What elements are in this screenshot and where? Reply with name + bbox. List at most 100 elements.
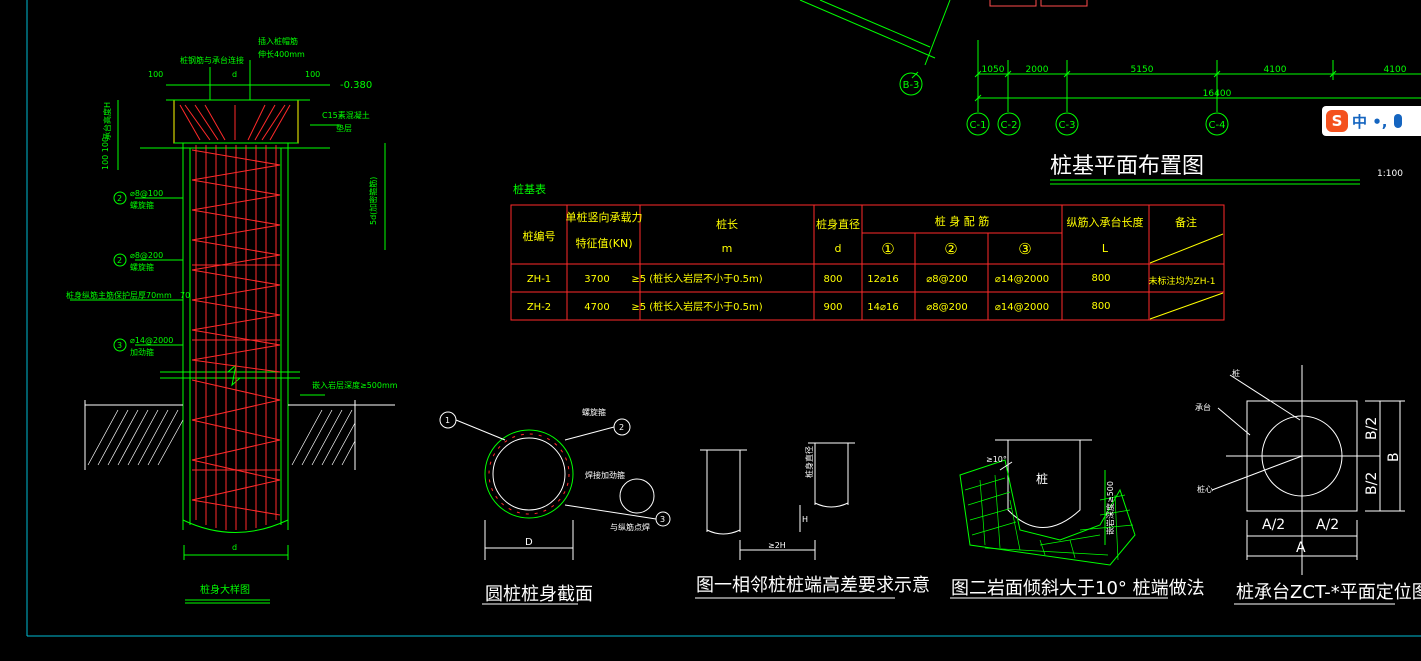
plan-title: 桩基平面布置图 (1050, 154, 1204, 179)
row2-length: ≥5 (桩长入岩层不小于0.5m) (631, 300, 762, 313)
pile-table-grid (510, 204, 1225, 321)
row2-r2: ⌀8@200 (926, 302, 967, 313)
pile-bottom-d: d (232, 543, 237, 552)
plan-axis-c4: C-4 (1209, 120, 1226, 131)
row2-diameter: 900 (823, 302, 842, 313)
pile-dim-right: 100 (305, 70, 320, 79)
plan-dim-3: 5150 (1131, 65, 1154, 75)
plan-dim-total: 16400 (1203, 89, 1232, 99)
th-r3: ③ (1018, 240, 1031, 258)
microphone-icon[interactable] (1393, 114, 1402, 128)
pile-top-label-1: 插入桩帽筋 (258, 36, 298, 46)
section-spiral-label: 螺旋箍 (582, 407, 606, 417)
circular-section-drawing (439, 411, 671, 605)
pile-cover-label: 桩身纵筋主筋保护层厚70mm (66, 290, 172, 300)
row2-id: ZH-2 (527, 302, 551, 313)
fig1-dim: ≥2H (768, 541, 786, 550)
plan-axis-b3: B-3 (903, 80, 920, 91)
fig3-cap-label: 承台 (1195, 402, 1211, 412)
fig2-angle: ≥10° (986, 455, 1007, 464)
row1-length: ≥5 (桩长入岩层不小于0.5m) (631, 272, 762, 285)
ime-toolbar[interactable]: S 中 •, (1322, 106, 1421, 136)
pile-elevation: -0.380 (340, 80, 372, 91)
fig2-side: 嵌岩深度≥500 (1105, 481, 1115, 535)
drawing-frame (26, 0, 1421, 637)
th-note: 备注 (1175, 215, 1197, 229)
th-anchor: 纵筋入承台长度 (1067, 215, 1144, 229)
plan-axis-c2: C-2 (1001, 120, 1018, 131)
row1-r2: ⌀8@200 (926, 274, 967, 285)
th-diameter: 桩身直径 (816, 217, 860, 231)
table-caption: 桩基表 (513, 182, 546, 196)
pile-5d-label: 5d(加密箍筋) (368, 177, 378, 225)
pile-r2b-label: 螺旋箍 (130, 200, 154, 210)
th-capacity-2: 特征值(KN) (575, 236, 632, 250)
row1-note: 未标注均为ZH-1 (1149, 275, 1216, 287)
pile-layout-plan (799, 0, 1421, 185)
ime-mode-label[interactable]: 中 •, (1352, 112, 1388, 131)
row1-anchor: 800 (1091, 273, 1110, 284)
fig3-b: B (1386, 452, 1402, 462)
section-stiff-label: 焊接加劲箍 (585, 470, 625, 480)
pile-rock-label: 嵌入岩层深度≥500mm (312, 380, 398, 390)
section-dim-d: D (525, 537, 533, 548)
fig3-title: 桩承台ZCT-*平面定位图 (1236, 582, 1421, 603)
fig1-label: 桩身直径 (804, 446, 814, 478)
plan-axis-c3: C-3 (1059, 120, 1076, 131)
th-anchor-unit: L (1102, 242, 1109, 255)
pile-top-label-2: 伸长400mm (258, 49, 305, 59)
row1-r3: ⌀14@2000 (995, 274, 1049, 285)
th-length: 桩长 (716, 217, 738, 231)
fig3-pile-label: 桩 (1232, 368, 1240, 378)
fig3-center-label: 桩心 (1197, 484, 1213, 494)
th-diameter-unit: d (835, 242, 842, 255)
plan-dim-5: 4100 (1384, 65, 1407, 75)
pile-balloon-2a: 2 (117, 194, 122, 203)
pile-detail-drawing (70, 60, 395, 604)
fig2-brick-hatch (964, 474, 1134, 561)
th-r1: ① (881, 240, 894, 258)
fig3-a2-right: A/2 (1316, 517, 1339, 533)
pile-r2d-label: 螺旋箍 (130, 262, 154, 272)
fig3-a: A (1296, 540, 1306, 556)
fig3-b2-bottom: B/2 (1364, 472, 1380, 495)
pile-r2c-label: ⌀8@200 (130, 251, 163, 260)
plan-dim-1: 1050 (982, 65, 1005, 75)
row2-anchor: 800 (1091, 301, 1110, 312)
fig2-drawing (950, 439, 1168, 599)
pile-cover-value: 70 (180, 291, 190, 300)
pile-detail-title: 桩身大样图 (200, 583, 250, 596)
row2-r1: 14⌀16 (867, 302, 898, 313)
pile-r3b-label: 加劲箍 (130, 347, 154, 357)
fig3-a2-left: A/2 (1262, 517, 1285, 533)
row1-r1: 12⌀16 (867, 274, 898, 285)
fig3-b2-top: B/2 (1364, 417, 1380, 440)
plan-scale: 1:100 (1377, 169, 1403, 179)
pile-left-label: 桩钢筋与承台连接 (180, 55, 244, 65)
th-length-unit: m (722, 242, 733, 255)
fig2-pile-label: 桩 (1036, 471, 1048, 486)
th-id: 桩编号 (523, 229, 556, 243)
pile-h-label: 承台高度H (102, 102, 112, 140)
ime-logo-icon[interactable]: S (1326, 110, 1348, 132)
pile-ground-hatch (87, 409, 356, 466)
pile-detail-balloons (113, 191, 127, 352)
row1-diameter: 800 (823, 274, 842, 285)
th-r2: ② (944, 240, 957, 258)
fig1-h: H (802, 515, 808, 524)
pile-r3a-label: ⌀14@2000 (130, 336, 173, 345)
pile-r2a-label: ⌀8@100 (130, 189, 163, 198)
fig1-drawing (695, 442, 895, 599)
row1-capacity: 3700 (584, 274, 609, 285)
pile-c15-label-2: 垫层 (336, 123, 352, 133)
th-reinforcement: 桩 身 配 筋 (935, 214, 990, 228)
pile-h-dims: 100 100 (101, 137, 110, 170)
row2-capacity: 4700 (584, 302, 609, 313)
plan-axis-c1: C-1 (970, 120, 987, 131)
pile-longitudinal-bars (195, 145, 277, 530)
pile-c15-label: C15素混凝土 (322, 110, 370, 120)
section-n2: 2 (619, 423, 624, 432)
row1-id: ZH-1 (527, 274, 551, 285)
row2-r3: ⌀14@2000 (995, 302, 1049, 313)
